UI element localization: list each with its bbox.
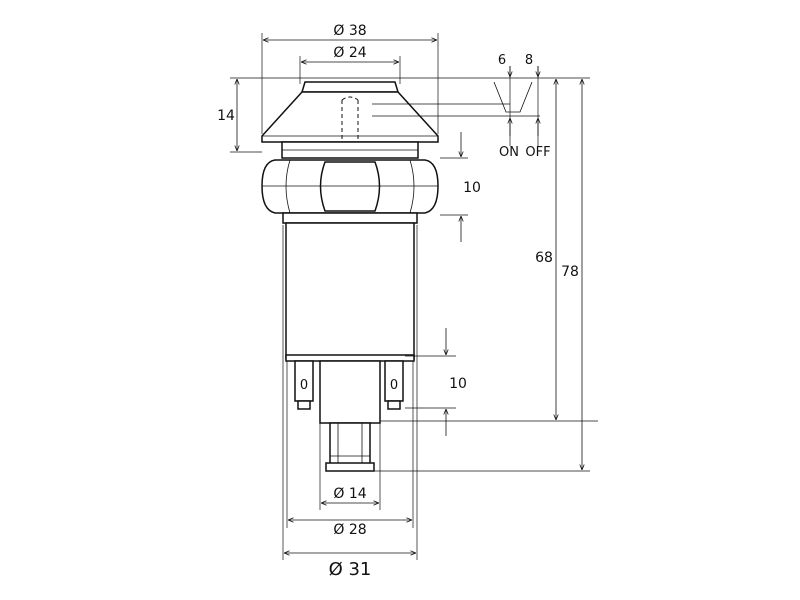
terminal-mark: 0 (390, 378, 398, 393)
bezel-ring (261, 91, 439, 143)
dim-label: Ø 24 (333, 45, 366, 61)
stroke-detail: 6 8 ON OFF (372, 53, 551, 160)
dimensions: Ø 38 Ø 24 14 10 68 (217, 23, 598, 580)
dim-label: Ø 28 (333, 522, 366, 538)
terminal-right: 0 (384, 360, 404, 410)
dim-label: 78 (561, 264, 579, 280)
hex-nut (261, 159, 439, 214)
dim-label: 14 (217, 108, 235, 124)
dim-length-68: 68 (380, 79, 598, 422)
barrel-flange (285, 354, 415, 362)
dim-label: Ø 38 (333, 23, 366, 39)
dim-label: 10 (449, 376, 467, 392)
terminal-mark: 0 (300, 378, 308, 393)
on-label: ON (499, 145, 519, 160)
contact-housing (319, 360, 381, 424)
dim-length-78: 78 (374, 79, 590, 472)
stem (329, 422, 371, 468)
push-button-switch-body: 0 0 (261, 81, 439, 472)
stem-tip (325, 462, 375, 472)
dim-diameter-24: Ø 24 (299, 45, 401, 84)
terminal-left: 0 (294, 360, 314, 410)
dim-diameter-28: Ø 28 (286, 361, 414, 538)
switch-barrel (285, 222, 415, 360)
dim-terminal-10: 10 (405, 328, 467, 436)
dim-diameter-31: Ø 31 (282, 225, 418, 580)
lock-ring (282, 212, 418, 224)
off-label: OFF (525, 145, 550, 160)
dim-label-stroke-6: 6 (498, 53, 506, 68)
dim-nut-height-10: 10 (440, 132, 481, 242)
dim-label: 10 (463, 180, 481, 196)
dim-label-stroke-8: 8 (525, 53, 533, 68)
button-cap (300, 81, 400, 93)
dim-label: Ø 14 (333, 486, 366, 502)
dim-height-14: 14 (217, 77, 590, 153)
dim-label: 68 (535, 250, 553, 266)
dim-diameter-14: Ø 14 (319, 423, 381, 510)
dim-label: Ø 31 (329, 559, 372, 580)
dim-diameter-38: Ø 38 (261, 23, 439, 134)
